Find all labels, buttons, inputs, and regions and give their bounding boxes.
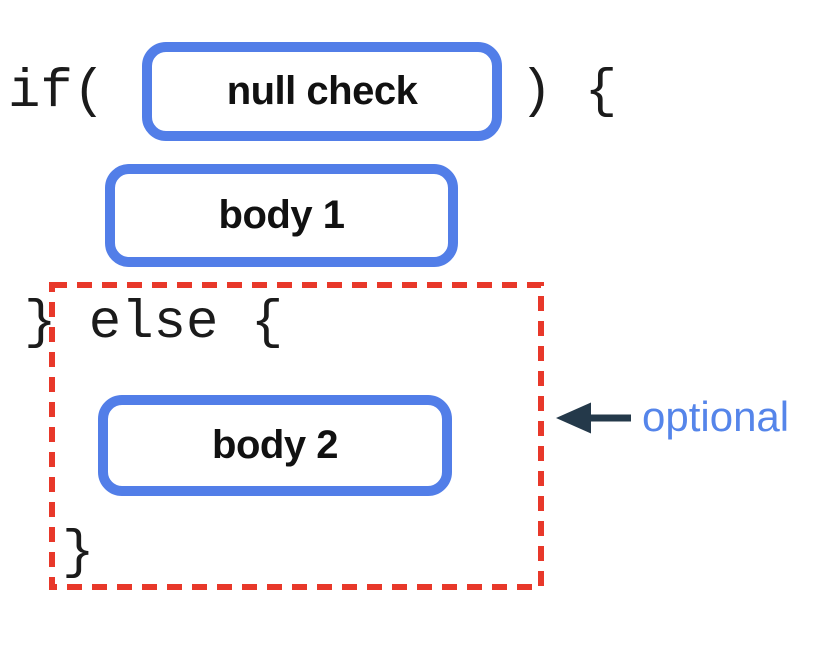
- left-arrow-icon: [556, 402, 631, 434]
- left-arrow-shaft: [587, 414, 631, 422]
- body2-box-label: body 2: [212, 423, 338, 467]
- optional-region-dashed-border: [49, 282, 544, 590]
- optional-region-outline: [49, 282, 544, 590]
- code-if-prefix: if(: [8, 62, 106, 123]
- left-arrow-head: [556, 402, 591, 434]
- optional-label: optional: [642, 393, 790, 440]
- body2-box: body 2: [98, 395, 452, 496]
- body1-box: body 1: [105, 164, 458, 267]
- condition-box: null check: [142, 42, 502, 141]
- code-else-line: } else {: [24, 293, 284, 354]
- code-closing-brace: }: [62, 523, 95, 584]
- body1-box-label: body 1: [218, 193, 345, 237]
- code-if-suffix: ) {: [520, 62, 618, 123]
- condition-box-label: null check: [226, 69, 418, 113]
